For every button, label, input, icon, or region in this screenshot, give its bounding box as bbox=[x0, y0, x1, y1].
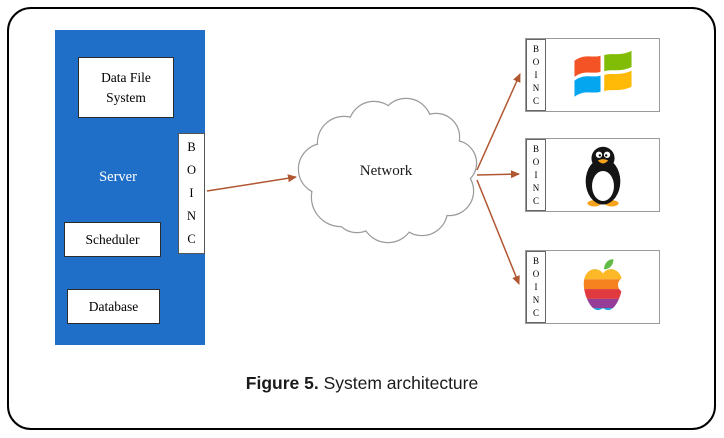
database-box: Database bbox=[67, 289, 160, 324]
client-apple: B O I N C bbox=[525, 250, 660, 324]
server-boinc-box: B O I N C bbox=[178, 133, 205, 254]
apple-boinc-box: B O I N C bbox=[526, 251, 546, 323]
apple-logo-icon bbox=[583, 259, 629, 310]
caption-text: System architecture bbox=[318, 373, 479, 393]
network-label: Network bbox=[359, 163, 413, 179]
network-cloud: Network bbox=[286, 93, 486, 253]
caption-figure-number: Figure 5. bbox=[245, 373, 319, 393]
client-windows: B O I N C bbox=[525, 38, 660, 112]
server-panel: Data File System Server Scheduler Databa… bbox=[55, 30, 205, 345]
windows-logo-icon bbox=[573, 50, 632, 97]
data-file-system-box: Data File System bbox=[78, 57, 174, 118]
linux-tux-icon bbox=[585, 146, 620, 207]
apple-logo-box bbox=[546, 251, 659, 323]
linux-logo-box bbox=[546, 139, 659, 211]
windows-logo-box bbox=[546, 39, 659, 111]
cloud-shape bbox=[297, 97, 478, 244]
linux-boinc-box: B O I N C bbox=[526, 139, 546, 211]
figure-border-frame bbox=[7, 7, 716, 430]
scheduler-box: Scheduler bbox=[64, 222, 161, 257]
figure-caption: Figure 5. System architecture bbox=[0, 373, 724, 394]
windows-boinc-box: B O I N C bbox=[526, 39, 546, 111]
server-label: Server bbox=[99, 169, 137, 185]
client-linux: B O I N C bbox=[525, 138, 660, 212]
